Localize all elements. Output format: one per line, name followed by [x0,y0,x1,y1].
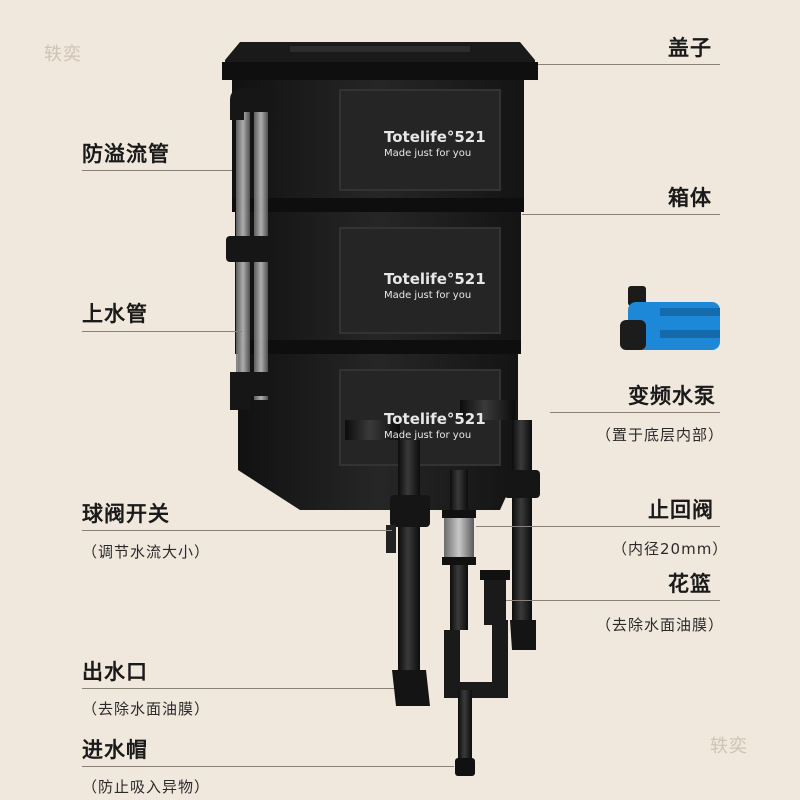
brand-model: 521 [454,128,486,146]
brand-slogan: Made just for you [384,290,472,301]
brand-block-bottom: Totelife°521 Made just for you [384,410,486,441]
brand-model: 521 [454,270,486,288]
leader-line-overflow [82,170,232,171]
brand-slogan: Made just for you [384,430,472,441]
note-check-valve: （内径20mm） [612,540,729,558]
lid [222,42,538,80]
brand-block-top: Totelife°521 Made just for you [384,128,486,159]
label-pump: 变频水泵 [628,384,716,408]
brand-name: Totelife [384,410,447,428]
leader-line-box [522,214,720,215]
leader-line-pump [550,412,720,413]
brand-mark: ° [446,128,455,146]
leader-line-intake-cap [82,766,454,767]
label-intake-cap: 进水帽 [82,738,148,762]
brand-name: Totelife [384,270,447,288]
leader-line-inlet [82,331,242,332]
overflow-pipe [226,88,275,410]
brand-mark: ° [446,410,455,428]
watermark-top-left: 轶奕 [44,44,82,65]
leader-line-ball-valve [82,530,392,531]
note-pump: （置于底层内部） [596,426,725,444]
note-outlet: （去除水面油膜） [82,700,211,718]
label-check-valve: 止回阀 [648,498,714,522]
outlet-pipe-assembly [345,400,540,776]
brand-model: 521 [454,410,486,428]
note-basket: （去除水面油膜） [596,616,725,634]
brand-mark: ° [446,270,455,288]
box-tier-middle [235,212,521,354]
leader-line-lid [538,64,720,65]
leader-line-check-valve [476,526,720,527]
watermark-bottom-right: 轶奕 [710,736,748,757]
brand-slogan: Made just for you [384,148,472,159]
label-overflow-pipe: 防溢流管 [82,142,170,166]
leader-line-basket [506,600,720,601]
note-intake-cap: （防止吸入异物） [82,778,211,796]
pump-illustration [620,286,720,350]
brand-name: Totelife [384,128,447,146]
label-box: 箱体 [668,186,712,210]
label-lid: 盖子 [668,36,712,60]
box-tier-top [232,80,524,212]
note-ball-valve: （调节水流大小） [82,543,211,561]
label-inlet-pipe: 上水管 [82,302,148,326]
leader-line-outlet [82,688,394,689]
label-basket: 花篮 [668,572,712,596]
label-outlet: 出水口 [82,660,148,684]
label-ball-valve: 球阀开关 [82,502,170,526]
brand-block-middle: Totelife°521 Made just for you [384,270,486,301]
